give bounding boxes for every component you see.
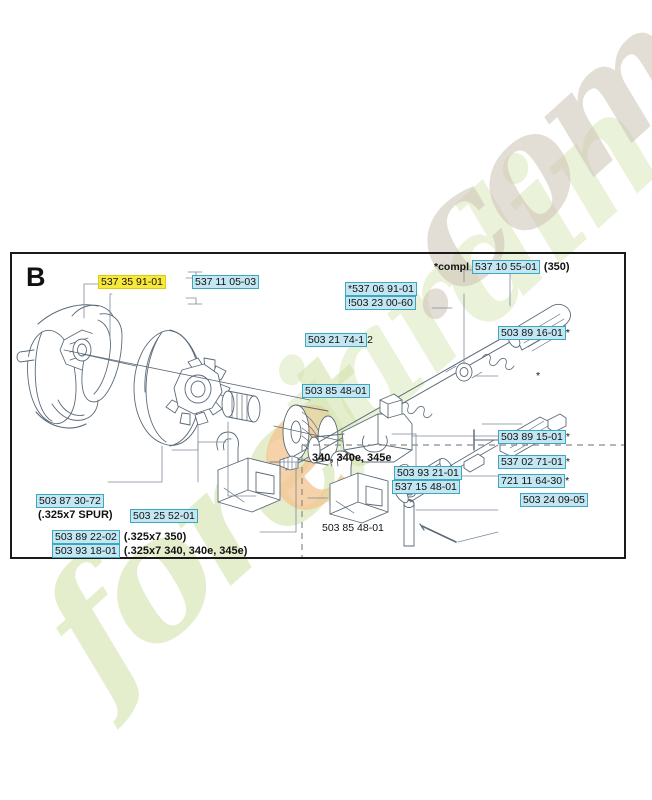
label-537-15-48-01[interactable]: 537 15 48-01 <box>392 480 460 494</box>
part-number-503-24-09-05: 503 24 09-05 <box>520 493 588 507</box>
asterisk-suffix-503-89-16: * <box>565 327 570 339</box>
label-537-02-71-01[interactable]: 537 02 71-01* <box>498 455 570 469</box>
part-number-503-21-74-suffix: 2 <box>367 334 373 346</box>
label-503-23-00-60[interactable]: !503 23 00-60 <box>345 296 416 310</box>
part-number-503-89-15-01: 503 89 15-01 <box>498 430 566 444</box>
spec-350: (.325x7 350) <box>123 531 187 543</box>
part-number-537-02-71-01: 537 02 71-01 <box>498 455 566 469</box>
part-number-503-93-18-01: 503 93 18-01 <box>52 544 120 558</box>
label-503-25-52-01[interactable]: 503 25 52-01 <box>130 509 198 523</box>
part-number-503-85-48-01: 503 85 48-01 <box>302 384 370 398</box>
label-503-89-22-02[interactable]: 503 89 22-02(.325x7 350) <box>52 530 186 544</box>
section-letter: B <box>26 262 46 292</box>
parts-line-art <box>16 269 624 557</box>
part-number-503-89-16-01: 503 89 16-01 <box>498 326 566 340</box>
label-503-85-48-01-variant[interactable]: 503 85 48-01 <box>322 522 384 534</box>
asterisk-suffix-721-11-64: * <box>565 475 570 487</box>
part-number-503-85-48-01-variant: 503 85 48-01 <box>322 522 384 534</box>
variant-caption: 340, 340e, 345e <box>312 452 392 464</box>
part-number-503-23-00-60: !503 23 00-60 <box>345 296 416 310</box>
part-number-537-11-05-03: 537 11 05-03 <box>192 275 260 289</box>
part-number-537-06-91-01: *537 06 91-01 <box>345 282 417 296</box>
label-503-89-15-01[interactable]: 503 89 15-01* <box>498 430 570 444</box>
label-503-87-30-72[interactable]: 503 87 30-72 <box>36 494 104 508</box>
label-503-89-16-01[interactable]: 503 89 16-01* <box>498 326 570 340</box>
label-503-93-18-01[interactable]: 503 93 18-01(.325x7 340, 340e, 345e) <box>52 544 247 558</box>
spec-340: (.325x7 340, 340e, 345e) <box>123 545 248 557</box>
spec-spur: (.325x7 SPUR) <box>38 509 113 521</box>
part-number-503-87-30-72: 503 87 30-72 <box>36 494 104 508</box>
part-number-503-89-22-02: 503 89 22-02 <box>52 530 120 544</box>
part-number-537-15-48-01: 537 15 48-01 <box>392 480 460 494</box>
label-503-85-48-01-left[interactable]: 503 85 48-01 <box>302 384 370 398</box>
label-537-06-91-01[interactable]: *537 06 91-01 <box>345 282 417 296</box>
part-number-721-11-64-30: 721 11 64-30 <box>498 474 566 488</box>
part-number-537-10-55-01: 537 10 55-01 <box>472 260 540 274</box>
label-503-24-09-05[interactable]: 503 24 09-05 <box>520 493 588 507</box>
part-number-503-21-74-1: 503 21 74-1 <box>305 333 368 347</box>
part-number-503-93-21-01: 503 93 21-01 <box>394 466 462 480</box>
part-number-503-25-52-01: 503 25 52-01 <box>130 509 198 523</box>
compl-model-label: (350) <box>543 261 570 273</box>
label-721-11-64-30[interactable]: 721 11 64-30* <box>498 474 569 488</box>
variant-dashed-divider <box>301 444 624 557</box>
label-537-11-05-03[interactable]: 537 11 05-03 <box>192 275 260 289</box>
asterisk-suffix-503-89-15: * <box>565 431 570 443</box>
label-503-93-21-01[interactable]: 503 93 21-01 <box>394 466 462 480</box>
label-537-35-91-01[interactable]: 537 35 91-01 <box>98 275 166 289</box>
asterisk-mark: * <box>536 370 541 382</box>
asterisk-suffix-537-02-71: * <box>565 456 570 468</box>
part-number-537-35-91-01: 537 35 91-01 <box>98 275 166 289</box>
compl-prefix-label: *compl <box>434 261 470 273</box>
